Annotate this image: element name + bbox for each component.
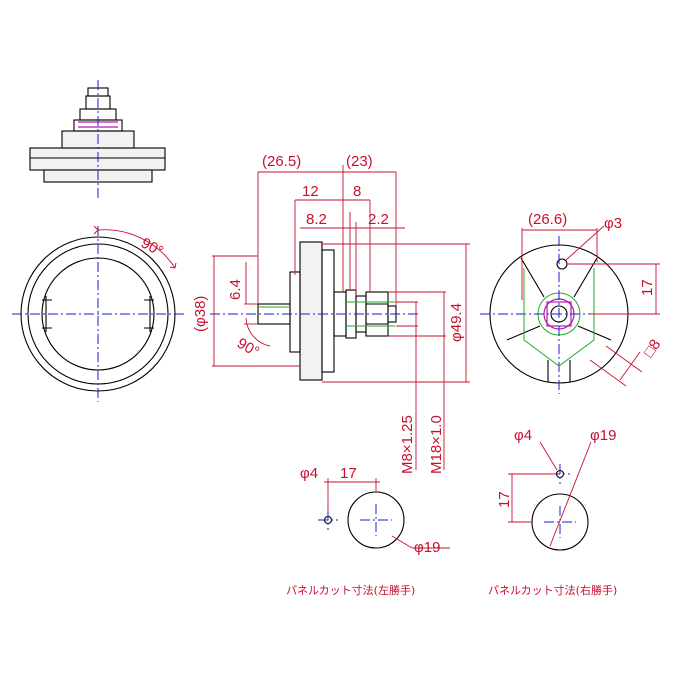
dim-8: 8: [353, 183, 361, 200]
dim-23: (23): [346, 153, 373, 170]
cut-left-main-hole: [347, 491, 405, 549]
caption-right: パネルカット寸法(右勝手): [488, 583, 617, 597]
dim-8-2: 8.2: [306, 211, 327, 228]
cut-right-phi19: φ19: [590, 427, 616, 444]
caption-left: パネルカット寸法(左勝手): [286, 583, 415, 597]
cut-right-17: 17: [496, 491, 513, 508]
dim-phi3: φ3: [604, 215, 622, 232]
panel-cut-right: 17 φ4 φ19 パネルカット寸法(右勝手): [488, 427, 617, 597]
angle-arc-top: [97, 229, 176, 269]
dim-2-2: 2.2: [368, 211, 389, 228]
top-view: [29, 80, 166, 198]
dim-m18: M18×1.0: [428, 415, 445, 474]
dim-26-5: (26.5): [262, 153, 301, 170]
cut-left-phi19: φ19: [414, 539, 440, 556]
front-view: 90°: [12, 225, 184, 402]
side-view: (26.5) (23) 12 8 8.2 2.2 (φ38) 6.4 90° φ…: [192, 153, 470, 474]
dim-sq8: □8: [640, 336, 664, 360]
cut-left-phi4: φ4: [300, 465, 318, 482]
cut-left-17: 17: [340, 465, 357, 482]
dim-12: 12: [302, 183, 319, 200]
cut-right-main-hole: [531, 493, 589, 551]
side-view-flange: [299, 241, 323, 381]
dim-m8: M8×1.25: [399, 415, 416, 474]
dim-38: (φ38): [192, 296, 209, 332]
dim-26-6: (26.6): [528, 211, 567, 228]
cut-right-phi4: φ4: [514, 427, 532, 444]
angle-arc-side: [245, 317, 271, 347]
dim-6-4: 6.4: [227, 279, 244, 300]
angle-side-label: 90°: [234, 335, 262, 361]
rear-view-pin-hole: [556, 258, 568, 270]
panel-cut-left: φ4 17 φ19 パネルカット寸法(左勝手): [286, 465, 450, 597]
dim-49-4: φ49.4: [448, 303, 465, 342]
rear-view: (26.6) φ3 17 □8: [480, 211, 664, 394]
dim-17-right: 17: [639, 279, 656, 296]
